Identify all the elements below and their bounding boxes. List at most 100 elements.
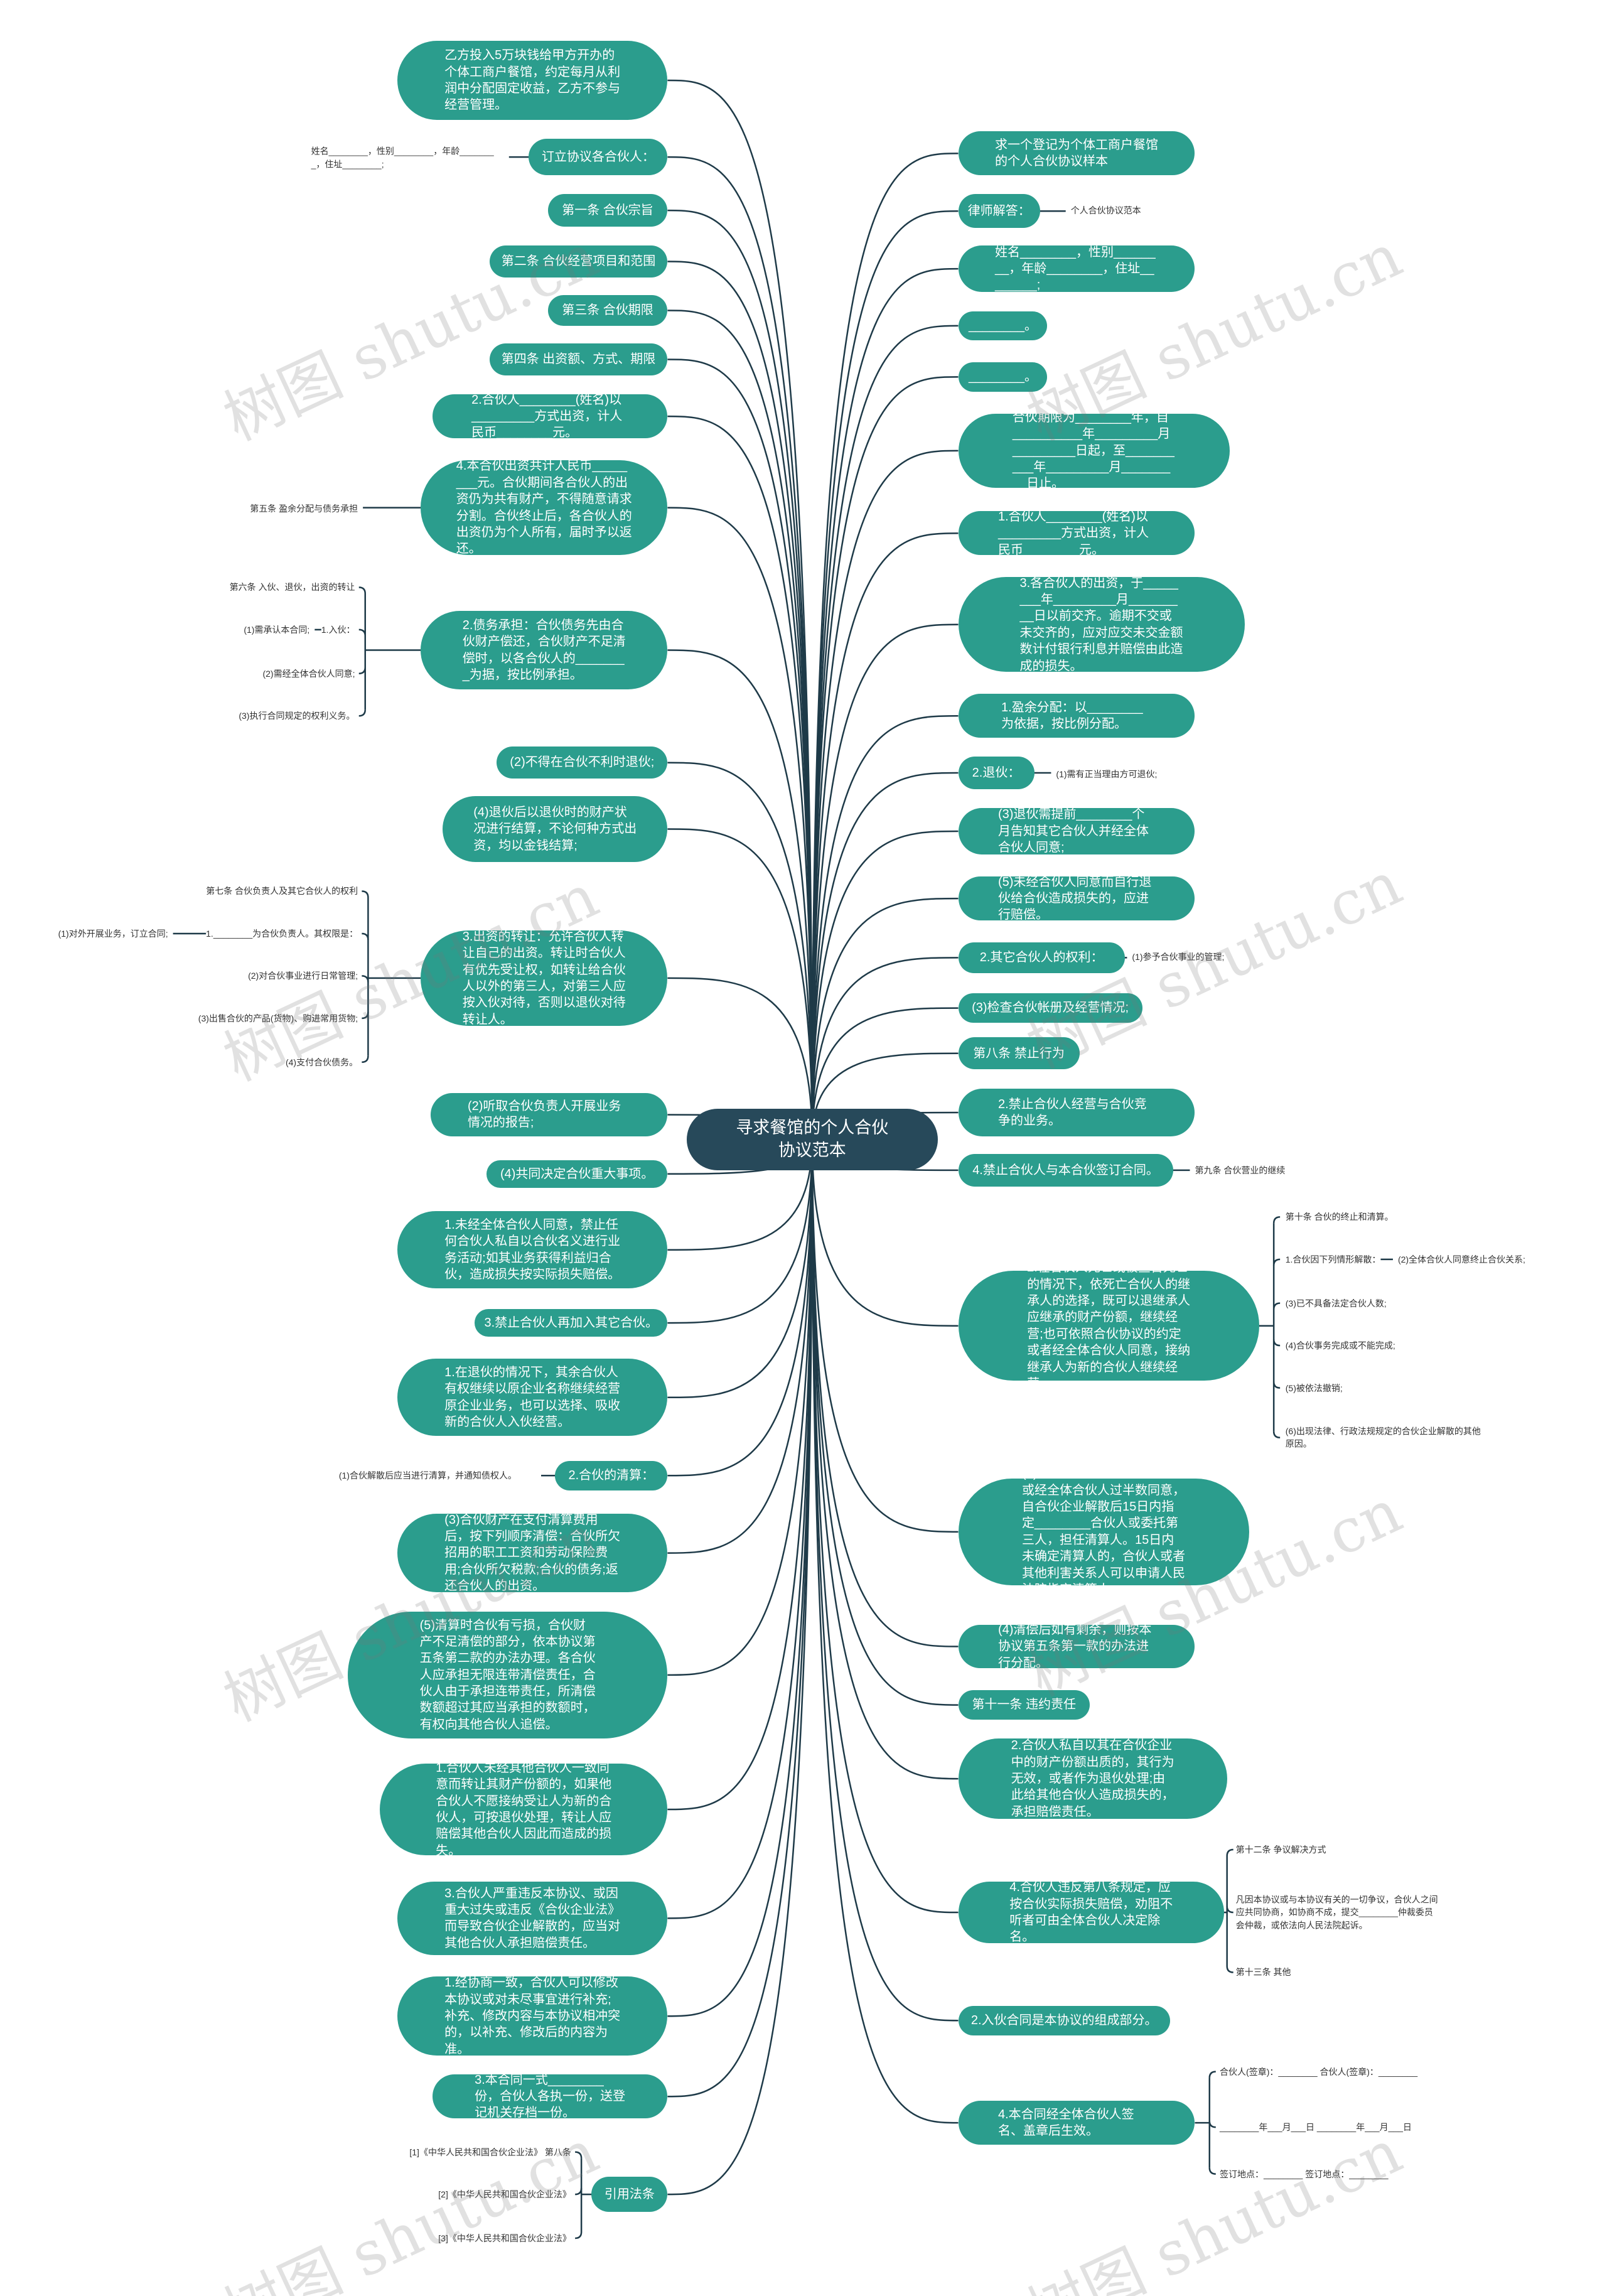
topic-label: 1.合伙人未经其他合伙人一致同意而转让其财产份额的，如果他合伙人不愿接纳受让人为…	[436, 1760, 612, 1858]
topic-label: 第四条 出资额、方式、期限	[501, 352, 656, 367]
topic-node[interactable]: 第二条 合伙经营项目和范围	[489, 245, 668, 278]
topic-node[interactable]: 2.禁止合伙人经营与合伙竞争的业务。	[958, 1088, 1195, 1137]
topic-node[interactable]: 求一个登记为个体工商户餐馆的个人合伙协议样本	[958, 131, 1195, 176]
topic-node[interactable]: 3.出资的转让：允许合伙人转让自己的出资。转让时合伙人有优先受让权，如转让给合伙…	[421, 929, 668, 1027]
topic-node[interactable]: ________。	[958, 311, 1048, 341]
leaf-text: (3)执行合同规定的权利义务。	[239, 711, 355, 721]
bracket-tick	[358, 628, 366, 636]
branch-connector	[667, 310, 814, 1140]
bracket-tick	[1226, 1905, 1233, 1914]
topic-node[interactable]: 乙方投入5万块钱给甲方开办的个体工商户餐馆，约定每月从利润中分配固定收益，乙方不…	[397, 41, 668, 120]
topic-node[interactable]: 合伙期限为________年，自__________年_________月___…	[958, 411, 1230, 490]
topic-label: (5)未经合伙人同意而自行退伙给合伙造成损失的，应进行赔偿。	[997, 875, 1152, 922]
bracket-tick	[362, 932, 369, 940]
topic-node[interactable]: 4.本合同经全体合伙人签名、盖章后生效。	[958, 2101, 1195, 2145]
topic-node[interactable]: 第一条 合伙宗旨	[547, 194, 668, 227]
branch-connector	[811, 267, 959, 1140]
topic-node[interactable]: (5)清算时合伙有亏损，合伙财产不足清偿的部分，依本协议第五条第二款的办法办理。…	[347, 1611, 668, 1739]
topic-node[interactable]: (3)退伙需提前________个月告知其它合伙人并经全体合伙人同意;	[958, 807, 1195, 855]
topic-node[interactable]: 2.在合伙人死亡或被宣告死亡的情况下，依死亡合伙人的继承人的选择，既可以退继承人…	[958, 1261, 1259, 1391]
bracket-tick	[1272, 1258, 1281, 1266]
topic-node[interactable]: 1.在退伙的情况下，其余合伙人有权继续以原企业名称继续经营原企业业务，也可以选择…	[397, 1359, 668, 1436]
branch-connector	[811, 1140, 959, 2124]
citation-link[interactable]: [2]《中华人民共和国合伙企业法》	[438, 2189, 571, 2199]
topic-label: (2)清算人由全体合伙人担任或经全体合伙人过半数同意，自合伙企业解散后15日内指…	[1022, 1467, 1186, 1597]
topic-node[interactable]: 2.合伙的清算：	[555, 1461, 668, 1490]
topic-label: 3.出资的转让：允许合伙人转让自己的出资。转让时合伙人有优先受让权，如转让给合伙…	[462, 929, 626, 1027]
topic-label: ________。	[968, 370, 1037, 384]
branch-connector	[811, 897, 959, 1140]
leaf-text: (4)合伙事务完成或不能完成;	[1285, 1340, 1395, 1351]
topic-label: 2.其它合伙人的权利：	[979, 951, 1104, 965]
topic-node[interactable]: 第四条 出资额、方式、期限	[489, 343, 668, 376]
bracket-tick	[1272, 1381, 1281, 1389]
topic-node[interactable]: 引用法条	[591, 2177, 668, 2212]
leaf-text: (1)参予合伙事业的管理;	[1132, 952, 1225, 962]
citation-link[interactable]: [1]《中华人民共和国合伙企业法》 第八条	[409, 2147, 571, 2157]
citation-link[interactable]: [3]《中华人民共和国合伙企业法》	[438, 2233, 571, 2243]
topic-label: (4)退伙后以退伙时的财产状况进行结算，不论何种方式出资，均以金钱结算;	[473, 805, 637, 853]
branch-connector	[667, 828, 814, 1140]
bracket-tick	[1208, 2071, 1216, 2078]
topic-node[interactable]: 2.入伙合同是本协议的组成部分。	[958, 2005, 1170, 2035]
topic-label: 姓名________，性别________，年龄________，住址_____…	[994, 245, 1156, 293]
branch-connector	[667, 1140, 814, 1399]
topic-node[interactable]: (2)清算人由全体合伙人担任或经全体合伙人过半数同意，自合伙企业解散后15日内指…	[958, 1467, 1249, 1597]
branch-connector	[667, 79, 814, 1140]
topic-node[interactable]: 1.盈余分配：以________为依据，按比例分配。	[958, 694, 1195, 738]
topic-node[interactable]: (2)听取合伙负责人开展业务情况的报告;	[431, 1092, 668, 1137]
branch-connector	[667, 156, 814, 1140]
topic-label: 第三条 合伙期限	[562, 303, 653, 318]
leaf-text: 第九条 合伙营业的继续	[1195, 1165, 1286, 1175]
topic-node[interactable]: (3)合伙财产在支付清算费用后，按下列顺序清偿：合伙所欠招用的职工工资和劳动保险…	[397, 1513, 668, 1593]
topic-node[interactable]: 3.各合伙人的出资，于________年_________月_________日…	[958, 576, 1245, 673]
topic-node[interactable]: 2.退伙：	[958, 757, 1035, 789]
topic-node[interactable]: 第三条 合伙期限	[547, 295, 668, 326]
topic-node[interactable]: 3.本合同一式________份，合伙人各执一份，送登记机关存档一份。	[432, 2072, 668, 2120]
topic-node[interactable]: 2.合伙人私自以其在合伙企业中的财产份额出质的，其行为无效，或者作为退伙处理;由…	[958, 1738, 1227, 1819]
topic-node[interactable]: 4.合伙人违反第八条规定，应按合伙实际损失赔偿，劝阻不听者可由全体合伙人决定除名…	[958, 1880, 1224, 1944]
topic-node[interactable]: 律师解答：	[958, 194, 1040, 228]
topic-node[interactable]: 2.其它合伙人的权利：	[958, 942, 1125, 973]
topic-node[interactable]: 订立协议各合伙人：	[529, 139, 668, 176]
topic-node[interactable]: 姓名________，性别________，年龄________，住址_____…	[958, 245, 1195, 293]
topic-node[interactable]: 第十一条 违约责任	[958, 1690, 1090, 1720]
topic-label: (2)不得在合伙不利时退伙;	[510, 755, 655, 770]
topic-node[interactable]: 1.经协商一致，合伙人可以修改本协议或对未尽事宜进行补充;补充、修改内容与本协议…	[397, 1976, 668, 2056]
topic-node[interactable]: 第八条 禁止行为	[958, 1037, 1080, 1070]
branch-connector	[811, 772, 959, 1140]
topic-node[interactable]: 1.合伙人未经其他合伙人一致同意而转让其财产份额的，如果他合伙人不愿接纳受让人为…	[380, 1761, 668, 1858]
branch-connector	[667, 1140, 814, 2017]
topic-label: 2.合伙人私自以其在合伙企业中的财产份额出质的，其行为无效，或者作为退伙处理;由…	[1011, 1738, 1174, 1819]
bracket-tick	[575, 2188, 583, 2196]
topic-node[interactable]: (2)不得在合伙不利时退伙;	[497, 746, 668, 779]
topic-node[interactable]: 3.合伙人严重违反本协议、或因重大过失或违反《合伙企业法》而导致合伙企业解散的，…	[397, 1882, 668, 1955]
topic-node[interactable]: (3)检查合伙帐册及经营情况;	[958, 993, 1142, 1023]
topic-node[interactable]: 4.禁止合伙人与本合伙签订合同。	[958, 1154, 1173, 1187]
topic-label: 3.本合同一式________份，合伙人各执一份，送登记机关存档一份。	[475, 2072, 626, 2120]
topic-node[interactable]: (4)退伙后以退伙时的财产状况进行结算，不论何种方式出资，均以金钱结算;	[443, 796, 668, 862]
leaf-text: (1)对外开展业务，订立合同;	[58, 928, 168, 939]
topic-node[interactable]: 4.本合伙出资共计人民币________元。合伙期间各合伙人的出资仍为共有财产，…	[421, 459, 668, 556]
topic-node[interactable]: 1.合伙人________(姓名)以_________方式出资，计人民币____…	[958, 510, 1195, 557]
topic-node[interactable]: 3.禁止合伙人再加入其它合伙。	[475, 1308, 668, 1337]
bracket-tick	[1272, 1431, 1281, 1439]
topic-label: 1.在退伙的情况下，其余合伙人有权继续以原企业名称继续经营原企业业务，也可以选择…	[444, 1365, 621, 1430]
topic-node[interactable]: (4)清偿后如有剩余，则按本协议第五条第一款的办法进行分配。	[958, 1622, 1195, 1670]
central-topic[interactable]: 寻求餐馆的个人合伙协议范本	[686, 1109, 938, 1170]
topic-label: 2.入伙合同是本协议的组成部分。	[970, 2013, 1158, 2028]
topic-node[interactable]: (4)共同决定合伙重大事项。	[486, 1160, 668, 1188]
topic-node[interactable]: 2.合伙人________(姓名)以_________方式出资，计人民币____…	[432, 393, 668, 439]
branch-connector	[667, 1140, 814, 1811]
topic-node[interactable]: 2.债务承担：合伙债务先由合伙财产偿还，合伙财产不足清偿时，以各合伙人的____…	[421, 610, 668, 690]
leaf-text: (5)被依法撤销;	[1285, 1382, 1343, 1393]
topic-label: (4)清偿后如有剩余，则按本协议第五条第一款的办法进行分配。	[997, 1622, 1152, 1670]
topic-node[interactable]: 1.未经全体合伙人同意，禁止任何合伙人私自以合伙名义进行业务活动;如其业务获得利…	[397, 1211, 668, 1289]
topic-node[interactable]: ________。	[958, 362, 1048, 392]
leaf-text: 第十二条 争议解决方式	[1235, 1844, 1326, 1855]
topic-node[interactable]: (5)未经合伙人同意而自行退伙给合伙造成损失的，应进行赔偿。	[958, 875, 1195, 922]
bracket-tick	[575, 2231, 583, 2239]
branch-connector	[811, 1140, 959, 1647]
leaf-text: 1.入伙：	[321, 624, 355, 635]
leaf-text: 签订地点：________ 签订地点：________	[1220, 2169, 1389, 2179]
